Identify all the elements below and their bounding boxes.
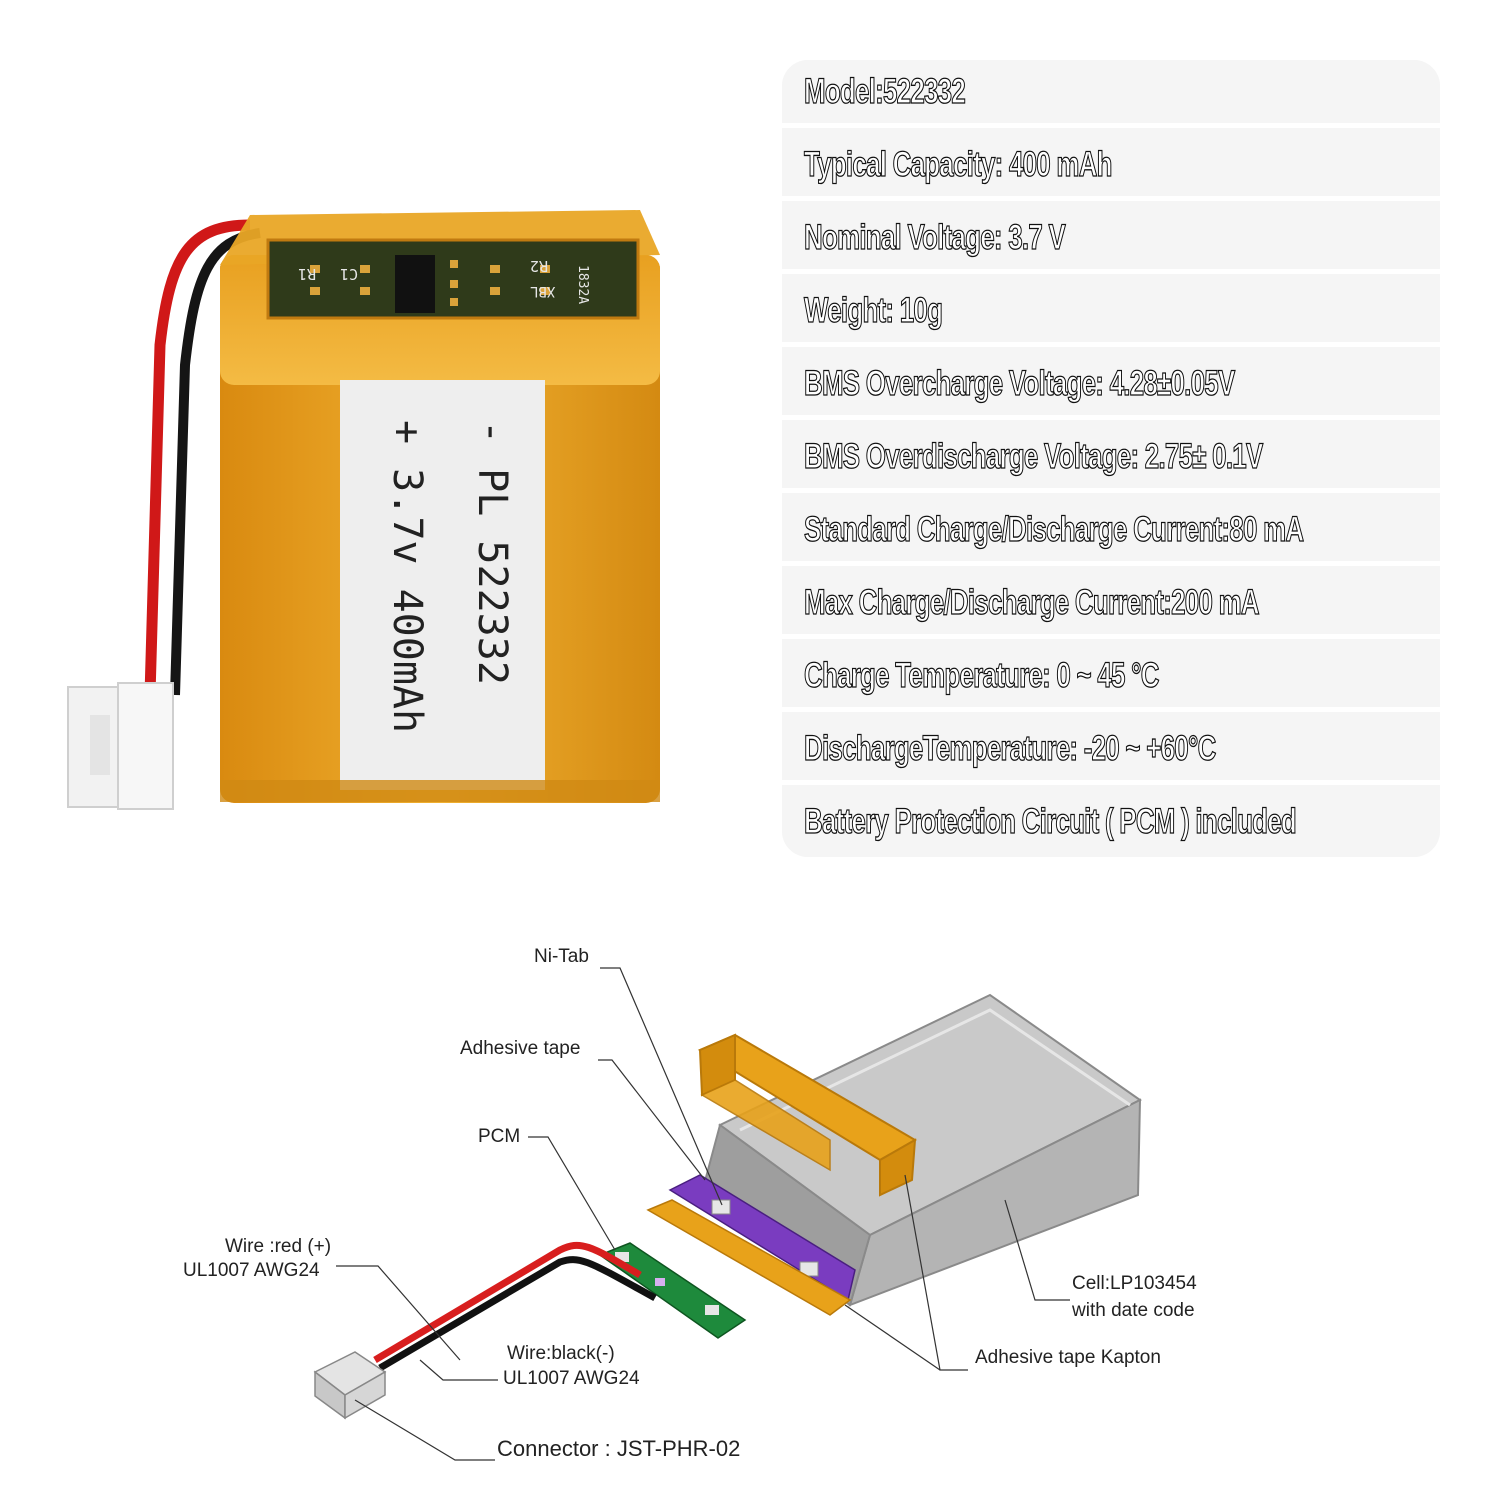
- label-ni-tab: Ni-Tab: [534, 946, 589, 967]
- spec-table: Model:522332 Typical Capacity: 400 mAh N…: [782, 60, 1440, 857]
- spec-text: Standard Charge/Discharge Current:80 mA: [804, 509, 1305, 549]
- spec-text: Model:522332: [804, 71, 967, 111]
- label-kapton: Adhesive tape Kapton: [975, 1347, 1161, 1368]
- spec-row-standard-current: Standard Charge/Discharge Current:80 mA: [782, 498, 1440, 566]
- cell-label: [340, 380, 545, 790]
- spec-row-charge-temp: Charge Temperature: 0 ~ 45 °C: [782, 644, 1440, 712]
- spec-text: Max Charge/Discharge Current:200 mA: [804, 582, 1261, 622]
- spec-text: BMS Overcharge Voltage: 4.28±0.05V: [804, 363, 1236, 403]
- spec-row-capacity: Typical Capacity: 400 mAh: [782, 133, 1440, 201]
- spec-text: Nominal Voltage: 3.7 V: [804, 217, 1067, 257]
- jst-connector-diagram: [313, 1351, 387, 1420]
- label-wire-black-gauge: UL1007 AWG24: [503, 1368, 640, 1389]
- pcb-marking-xbl: XBL: [530, 283, 556, 299]
- spec-text: BMS Overdischarge Voltage: 2.75± 0.1V: [804, 436, 1264, 476]
- label-wire-red-gauge: UL1007 AWG24: [183, 1260, 320, 1281]
- spec-text: DischargeTemperature: -20 ~ +60°C: [804, 728, 1217, 768]
- spec-row-discharge-temp: DischargeTemperature: -20 ~ +60°C: [782, 717, 1440, 785]
- battery-label-line1: - PL 522332: [469, 420, 515, 685]
- label-adhesive-tape: Adhesive tape: [460, 1038, 581, 1059]
- spec-text: Weight: 10g: [804, 290, 944, 330]
- battery-label-line2: + 3.7v 400mAh: [384, 420, 430, 734]
- exploded-diagram: [313, 967, 1142, 1461]
- label-wire-red: Wire :red (+): [225, 1236, 332, 1257]
- spec-text: Charge Temperature: 0 ~ 45 °C: [804, 655, 1160, 695]
- kapton-strap: [697, 1033, 917, 1197]
- kapton-tape-bottom: [646, 1199, 852, 1316]
- spec-row-weight: Weight: 10g: [782, 279, 1440, 347]
- label-wire-black: Wire:black(-): [507, 1343, 615, 1364]
- pcb: [598, 1242, 747, 1339]
- label-pcm: PCM: [478, 1126, 521, 1147]
- pcb-marking-code: 1832A: [575, 265, 590, 305]
- battery-illustration: [67, 210, 660, 810]
- spec-row-model: Model:522332: [782, 60, 1440, 128]
- spec-text: Typical Capacity: 400 mAh: [804, 144, 1113, 184]
- label-connector: Connector : JST-PHR-02: [497, 1436, 741, 1461]
- pcb-marking-c1: C1: [340, 265, 359, 283]
- spec-row-overcharge: BMS Overcharge Voltage: 4.28±0.05V: [782, 352, 1440, 420]
- spec-text: Battery Protection Circuit ( PCM ) inclu…: [804, 801, 1298, 841]
- pcb-marking-r2: R2: [530, 257, 549, 275]
- label-cell: Cell:LP103454: [1072, 1273, 1197, 1294]
- spec-row-overdischarge: BMS Overdischarge Voltage: 2.75± 0.1V: [782, 425, 1440, 493]
- battery-photo: R1 C1 R2 XBL 1832A - PL 522332 + 3.7v 40…: [60, 195, 700, 815]
- spec-row-voltage: Nominal Voltage: 3.7 V: [782, 206, 1440, 274]
- spec-row-pcm: Battery Protection Circuit ( PCM ) inclu…: [782, 790, 1440, 857]
- pcb-marking-r1: R1: [298, 265, 317, 283]
- jst-connector: [67, 682, 174, 810]
- leader-lines: [336, 967, 1070, 1461]
- pcm-end-strip: [668, 1174, 856, 1302]
- spec-row-max-current: Max Charge/Discharge Current:200 mA: [782, 571, 1440, 639]
- label-cell-date-code: with date code: [1072, 1300, 1195, 1321]
